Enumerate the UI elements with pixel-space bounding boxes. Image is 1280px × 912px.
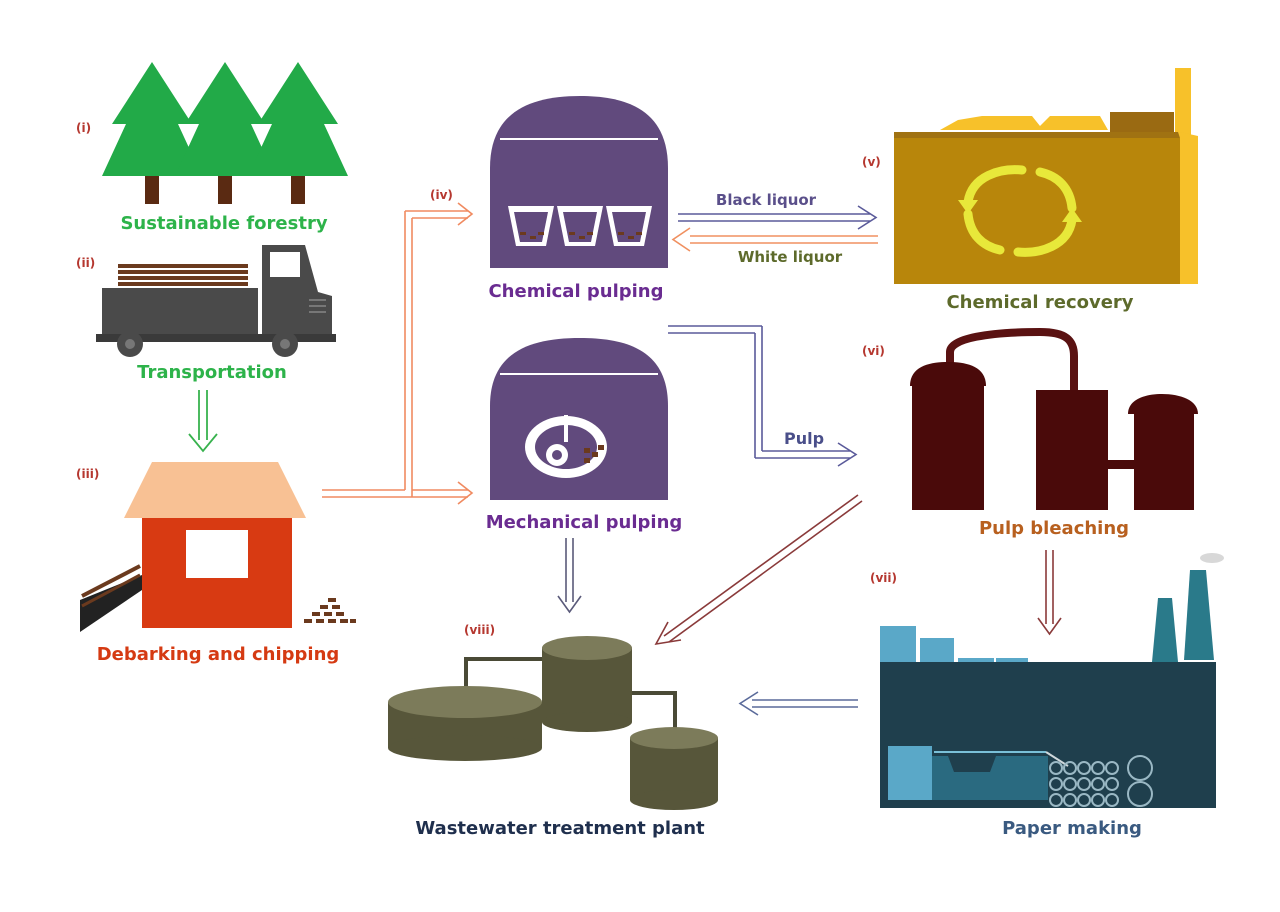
numeral-vi: (vi)	[862, 344, 885, 358]
recovery-label: Chemical recovery	[946, 292, 1133, 313]
transport-to-debarking-arrow	[188, 390, 218, 453]
pulp-label: Pulp	[784, 429, 824, 448]
bleaching-towers-icon	[910, 327, 1198, 510]
paper-mill-icon	[880, 553, 1224, 808]
white-liquor-arrow	[671, 227, 878, 252]
chemical-digester-icon	[490, 96, 668, 268]
truck-icon	[96, 245, 336, 357]
mechanical-pulping-label: Mechanical pulping	[486, 512, 683, 533]
bleaching-to-papermaking-arrow	[1037, 550, 1062, 636]
black-liquor-arrow	[678, 205, 878, 230]
bleaching-label: Pulp bleaching	[979, 518, 1129, 539]
recovery-stage: (v) Chemical recovery	[862, 68, 1198, 313]
numeral-viii: (viii)	[464, 623, 495, 637]
transport-label: Transportation	[137, 362, 287, 383]
wood-chips-icon	[304, 598, 356, 623]
tree-icon	[175, 62, 275, 204]
mechanical-grinder-icon	[490, 338, 668, 500]
papermaking-stage: (vii) Paper making	[870, 553, 1224, 839]
papermaking-label: Paper making	[1002, 818, 1142, 839]
numeral-iii: (iii)	[76, 467, 99, 481]
tree-icon	[248, 62, 348, 204]
numeral-i: (i)	[76, 121, 91, 135]
tree-icon	[102, 62, 202, 204]
bleaching-to-wastewater-arrow	[654, 494, 863, 646]
papermaking-to-wastewater-arrow	[738, 691, 858, 716]
pulping-stage: (iv)	[430, 96, 682, 533]
transport-stage: (ii) Transportation	[76, 245, 336, 383]
debarking-label: Debarking and chipping	[97, 644, 340, 665]
forestry-stage: (i) Sustainable forestry	[76, 62, 348, 234]
numeral-ii: (ii)	[76, 256, 95, 270]
numeral-v: (v)	[862, 155, 881, 169]
house-icon	[80, 462, 306, 632]
debarking-to-pulping-arrows	[322, 202, 474, 505]
numeral-iv: (iv)	[430, 188, 453, 202]
mechanical-to-wastewater-arrow	[557, 538, 582, 614]
forestry-label: Sustainable forestry	[120, 213, 327, 234]
wastewater-stage: (viii) Wastewater treatment plant	[388, 623, 718, 839]
treatment-tanks-icon	[388, 636, 718, 810]
wastewater-label: Wastewater treatment plant	[415, 818, 705, 839]
pulp-arrow	[668, 325, 858, 467]
recovery-boiler-icon	[894, 68, 1198, 284]
white-liquor-label: White liquor	[738, 248, 843, 266]
bleaching-stage: (vi) Pulp bleaching	[862, 327, 1198, 539]
numeral-vii: (vii)	[870, 571, 897, 585]
black-liquor-label: Black liquor	[716, 191, 817, 209]
recycle-icon	[963, 165, 1077, 257]
chemical-pulping-label: Chemical pulping	[488, 281, 663, 302]
debarking-stage: (iii) Debarking and chipping	[76, 462, 356, 665]
